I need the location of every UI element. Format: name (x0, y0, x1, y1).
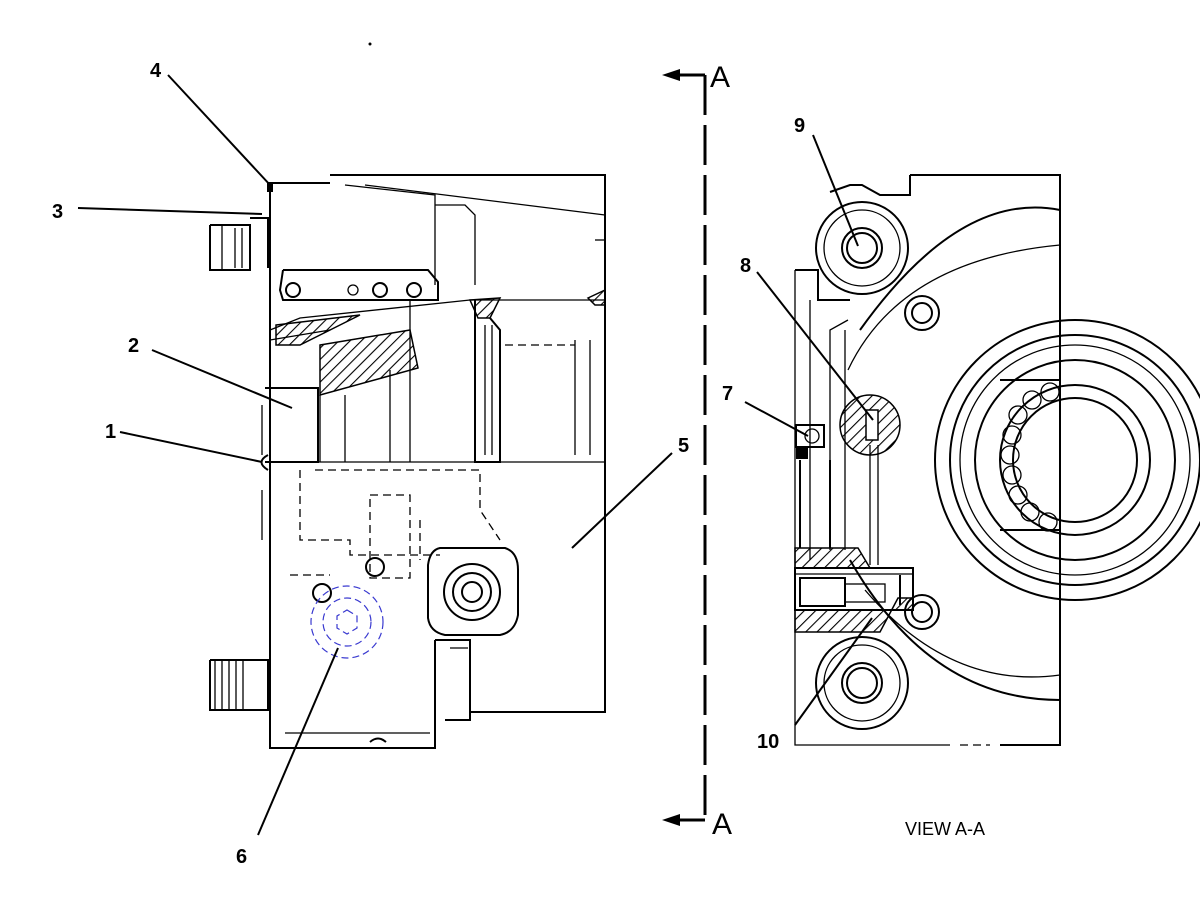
callout-2: 2 (128, 335, 139, 357)
left-side-view (209, 174, 606, 749)
section-letter-top: A (710, 61, 730, 94)
section-letter-bottom: A (712, 808, 732, 841)
section-arrow-top-icon (662, 69, 680, 81)
ball-bearing (1000, 379, 1060, 532)
callout-3: 3 (52, 201, 63, 223)
section-view-a-a (794, 174, 1200, 746)
callout-6: 6 (236, 846, 247, 868)
callout-8: 8 (740, 255, 751, 277)
leader-lines (77, 74, 874, 836)
callout-5: 5 (678, 435, 689, 457)
callout-7: 7 (722, 383, 733, 405)
section-line: A A (662, 61, 732, 841)
callout-labels: 1 2 3 4 5 6 7 8 9 10 (52, 60, 805, 868)
callout-9: 9 (794, 115, 805, 137)
callout-1: 1 (105, 421, 116, 443)
callout-4: 4 (150, 60, 162, 82)
callout-10: 10 (757, 731, 779, 753)
part-6-highlight (310, 585, 384, 659)
view-label: VIEW A-A (905, 819, 985, 839)
section-arrow-bottom-icon (662, 814, 680, 826)
